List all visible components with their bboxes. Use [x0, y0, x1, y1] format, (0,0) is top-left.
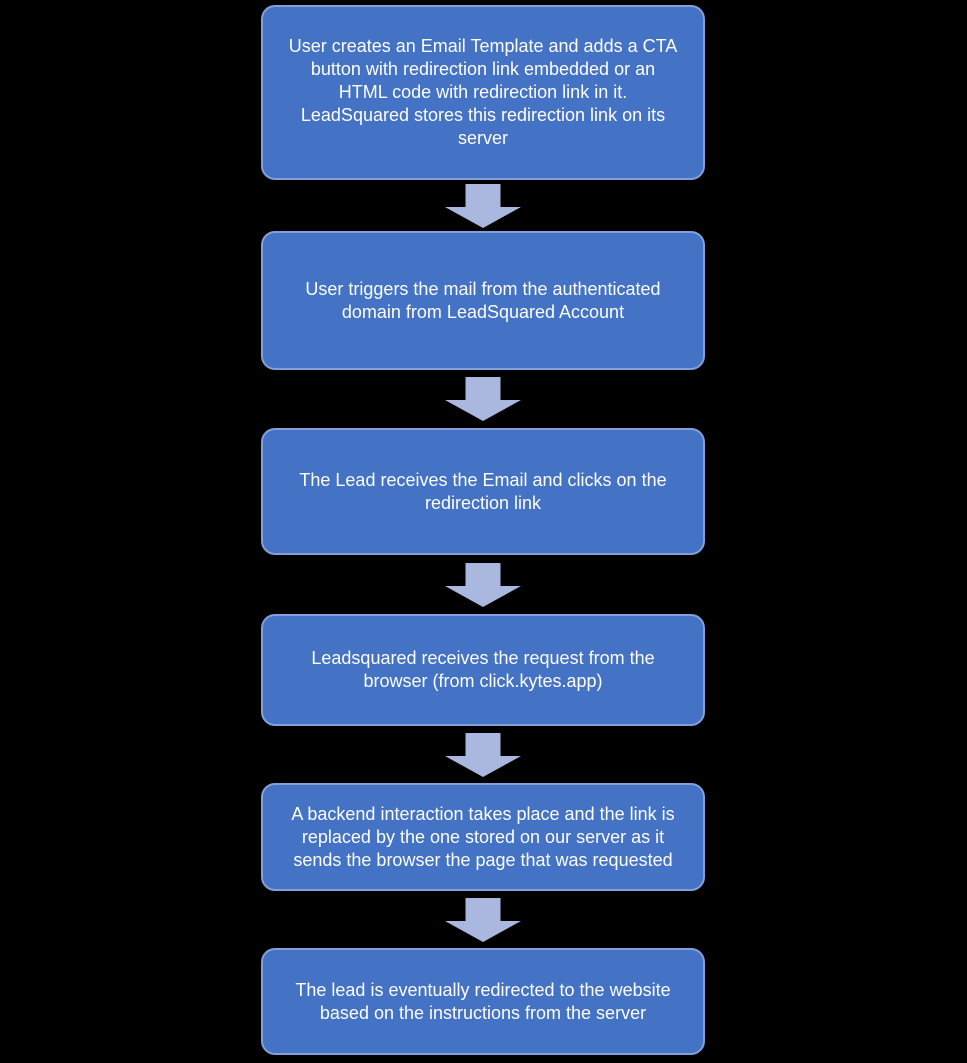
flow-step-2: User triggers the mail from the authenti… [261, 231, 705, 370]
down-arrow-icon [445, 377, 521, 421]
flow-step-1: User creates an Email Template and adds … [261, 5, 705, 180]
down-arrow-icon [445, 183, 521, 228]
down-arrow-1 [445, 180, 521, 231]
flow-step-4: Leadsquared receives the request from th… [261, 614, 705, 726]
down-arrow-5 [445, 891, 521, 948]
down-arrow-icon [445, 732, 521, 777]
flow-step-1-text: User creates an Email Template and adds … [288, 36, 678, 148]
down-arrow-4 [445, 726, 521, 783]
down-arrow-icon [445, 897, 521, 942]
down-arrow-3 [445, 555, 521, 614]
down-arrow-2 [445, 370, 521, 428]
flow-step-6-text: The lead is eventually redirected to the… [295, 979, 671, 1023]
flow-step-5-text: A backend interaction takes place and th… [291, 803, 675, 870]
flow-step-4-text: Leadsquared receives the request from th… [311, 648, 655, 691]
flow-step-5: A backend interaction takes place and th… [261, 783, 705, 891]
down-arrow-icon [445, 562, 521, 607]
flow-step-2-text: User triggers the mail from the authenti… [305, 278, 661, 322]
flow-step-6: The lead is eventually redirected to the… [261, 948, 705, 1055]
flowchart-column: User creates an Email Template and adds … [261, 5, 705, 1055]
flow-step-3-text: The Lead receives the Email and clicks o… [299, 469, 667, 513]
flow-step-3: The Lead receives the Email and clicks o… [261, 428, 705, 555]
